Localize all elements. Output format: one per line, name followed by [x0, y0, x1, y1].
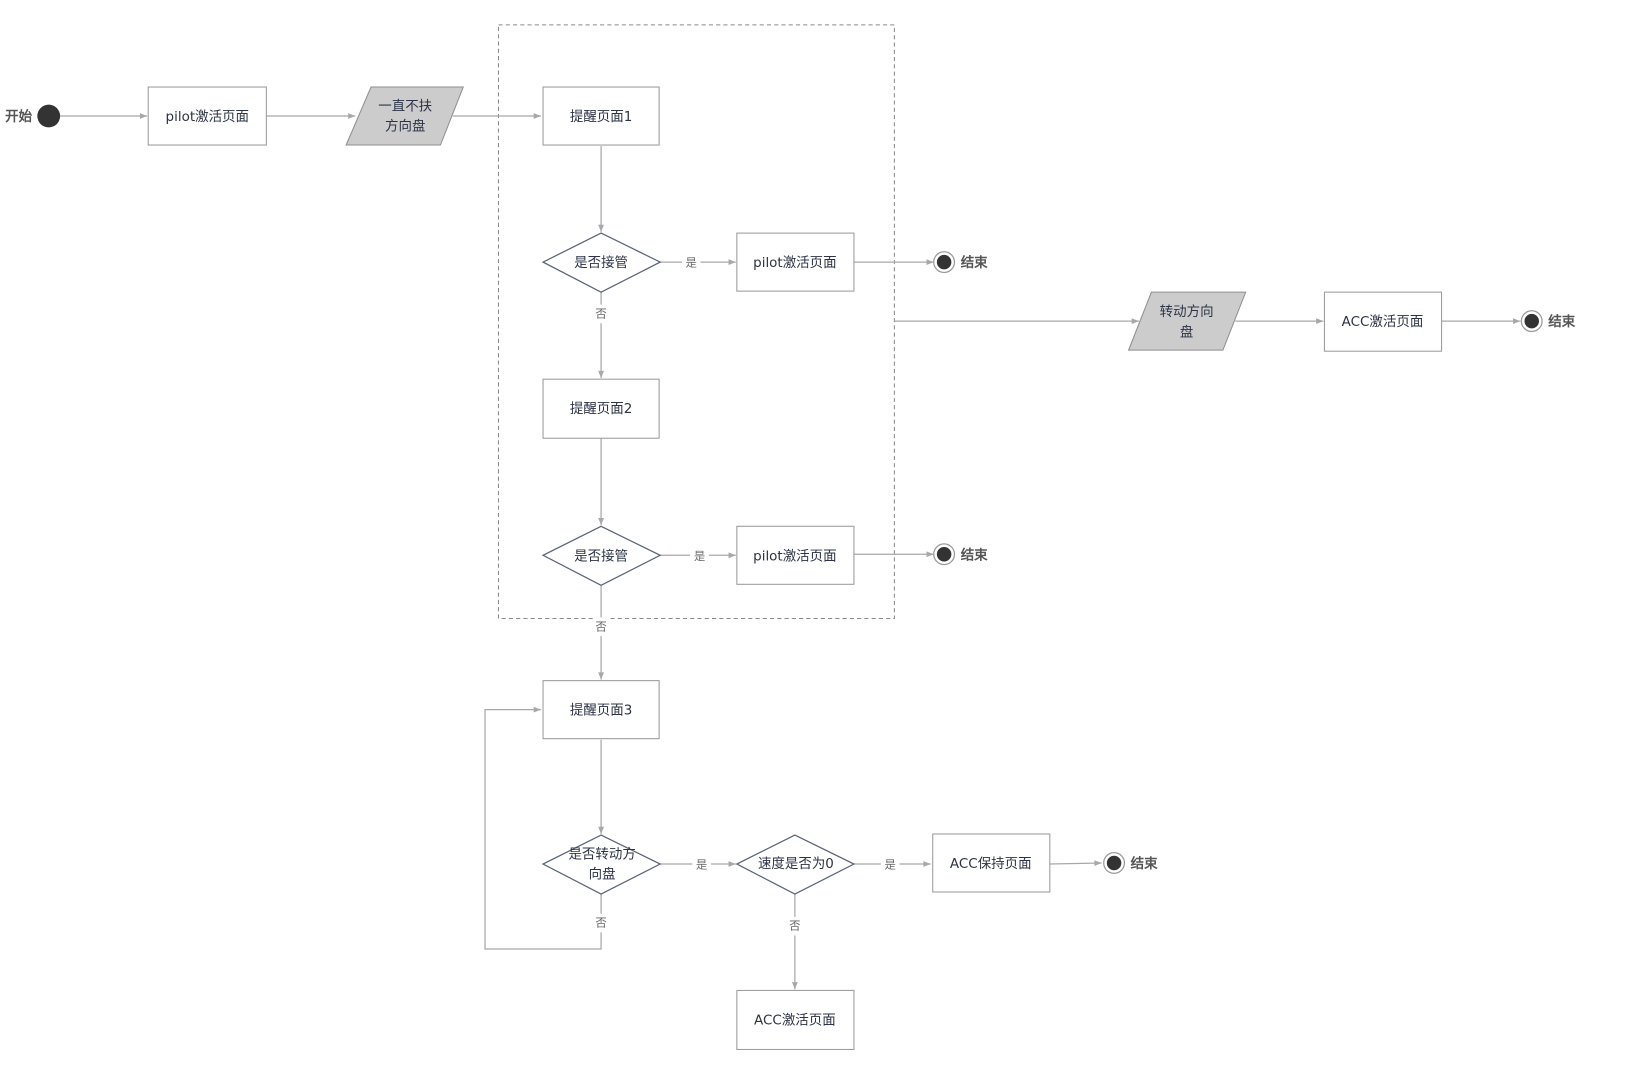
end-node-3[interactable]: 结束: [1520, 310, 1576, 333]
node-reminder-3[interactable]: 提醒页面3: [542, 680, 660, 740]
end-node-2[interactable]: 结束: [933, 543, 988, 566]
node-turn-wheel-input[interactable]: 转动方向 盘: [1127, 291, 1247, 351]
node-speed-zero-decision[interactable]: 速度是否为0: [735, 834, 856, 895]
end-node-1[interactable]: 结束: [933, 251, 988, 274]
node-no-hands-input[interactable]: 一直不扶 方向盘: [345, 86, 465, 146]
end-label: 结束: [1548, 313, 1575, 330]
node-acc-activate-2[interactable]: ACC激活页面: [736, 989, 855, 1050]
edge-turned-no-loop: [484, 706, 602, 950]
end-label: 结束: [961, 254, 988, 271]
node-label-line1: 是否转动方: [568, 847, 635, 863]
node-turned-wheel-decision[interactable]: 是否转动方 向盘: [541, 834, 662, 895]
node-acc-hold[interactable]: ACC保持页面: [932, 833, 1051, 893]
end-node-4[interactable]: 结束: [1103, 852, 1158, 874]
edge-label-no: 否: [595, 619, 606, 633]
node-acc-activate-1[interactable]: ACC激活页面: [1323, 291, 1443, 352]
node-label: pilot激活页面: [166, 109, 249, 125]
node-label: 提醒页面1: [570, 109, 632, 125]
node-label: 提醒页面2: [570, 401, 632, 417]
node-label-line2: 向盘: [589, 865, 616, 882]
node-label: 提醒页面3: [570, 703, 632, 719]
edge-label-no: 否: [595, 916, 606, 930]
node-reminder-1[interactable]: 提醒页面1: [542, 86, 660, 146]
node-label: 是否接管: [574, 547, 628, 564]
edge-label-yes: 是: [885, 858, 896, 872]
node-label: ACC激活页面: [754, 1012, 836, 1028]
node-label-line2: 盘: [1180, 324, 1193, 341]
node-pilot-activate-2[interactable]: pilot激活页面: [736, 232, 855, 292]
start-label: 开始: [5, 108, 32, 125]
end-dot-icon: [1106, 855, 1122, 871]
edge-label-yes: 是: [694, 549, 705, 563]
node-takeover-decision-1[interactable]: 是否接管: [541, 232, 662, 293]
node-reminder-2[interactable]: 提醒页面2: [542, 378, 660, 439]
edge-label-yes: 是: [696, 858, 707, 872]
end-label: 结束: [961, 546, 988, 563]
start-node[interactable]: 开始: [5, 104, 61, 128]
end-dot-icon: [1524, 313, 1539, 329]
node-label: 是否接管: [574, 254, 628, 271]
node-label: pilot激活页面: [753, 548, 836, 564]
node-label: pilot激活页面: [753, 255, 836, 271]
end-dot-icon: [936, 547, 952, 562]
edge-label-no: 否: [595, 306, 606, 320]
edge-acchold-to-end4: [1049, 860, 1102, 867]
start-dot-icon: [37, 104, 61, 128]
node-label-line2: 方向盘: [385, 117, 425, 134]
node-pilot-activate-3[interactable]: pilot激活页面: [736, 525, 855, 585]
edge-label-yes: 是: [686, 256, 697, 270]
node-label: ACC激活页面: [1342, 314, 1424, 330]
node-label-line1: 转动方向: [1160, 304, 1214, 320]
node-label: ACC保持页面: [950, 856, 1032, 872]
node-label-line1: 一直不扶: [378, 99, 432, 115]
node-takeover-decision-2[interactable]: 是否接管: [541, 525, 662, 587]
edge-labels: 是 否 是 否 是 否 是 否: [592, 253, 900, 936]
node-pilot-activate-1[interactable]: pilot激活页面: [147, 86, 267, 146]
end-label: 结束: [1131, 855, 1158, 872]
end-dot-icon: [936, 254, 952, 270]
edge-label-no: 否: [789, 919, 800, 933]
node-label: 速度是否为0: [758, 856, 834, 872]
